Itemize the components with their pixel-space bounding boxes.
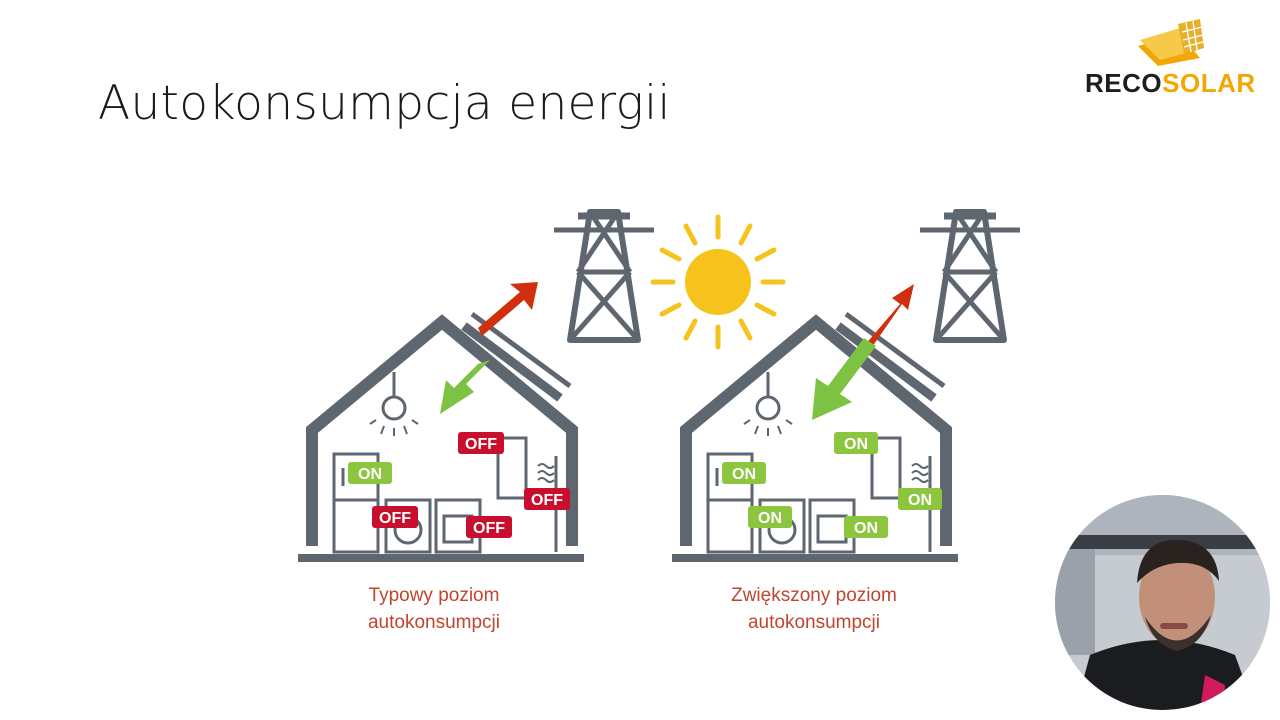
badge-label: OFF — [465, 436, 497, 453]
caption-typical-line2: autokonsumpcji — [304, 609, 564, 636]
power-tower-icon-left — [554, 212, 654, 340]
sun-icon — [653, 217, 783, 347]
logo-text-reco: RECO — [1085, 68, 1162, 98]
logo-wordmark: RECOSOLAR — [1085, 68, 1256, 99]
caption-typical: Typowy poziom autokonsumpcji — [304, 582, 564, 636]
right-badge-5: ON — [844, 516, 888, 538]
house-right — [672, 284, 958, 558]
right-badge-3: ON — [834, 432, 878, 454]
right-badge-1: ON — [722, 462, 766, 484]
logo-text-solar: SOLAR — [1162, 68, 1256, 98]
left-badge-4: OFF — [524, 488, 570, 510]
badge-label: ON — [854, 520, 878, 537]
badge-label: ON — [758, 510, 782, 527]
badge-label: OFF — [473, 520, 505, 537]
webcam-presenter-video — [1055, 495, 1270, 710]
solar-panel-logo-icon — [1080, 16, 1265, 66]
left-badge-2: OFF — [372, 506, 418, 528]
self-consumption-arrow-icon-left — [440, 360, 490, 414]
left-badge-5: OFF — [466, 516, 512, 538]
right-badge-2: ON — [748, 506, 792, 528]
left-badge-1: ON — [348, 462, 392, 484]
self-consumption-illustration: ON OFF OFF OFF OFF ON ON ON ON ON — [290, 205, 1030, 565]
presenter-icon — [1055, 495, 1270, 710]
export-arrow-icon-right — [864, 284, 914, 350]
caption-typical-line1: Typowy poziom — [304, 582, 564, 609]
badge-label: ON — [358, 466, 382, 483]
caption-increased-line1: Zwiększony poziom — [684, 582, 944, 609]
recosolar-logo: RECOSOLAR — [1080, 16, 1265, 100]
right-badge-4: ON — [898, 488, 942, 510]
badge-label: ON — [732, 466, 756, 483]
badge-label: ON — [908, 492, 932, 509]
slide-title: Autokonsumpcja energii — [98, 76, 671, 131]
left-badge-3: OFF — [458, 432, 504, 454]
power-tower-icon-right — [920, 212, 1020, 340]
badge-label: OFF — [531, 492, 563, 509]
house-left — [298, 282, 584, 558]
caption-increased-line2: autokonsumpcji — [684, 609, 944, 636]
caption-increased: Zwiększony poziom autokonsumpcji — [684, 582, 944, 636]
export-arrow-icon-left — [478, 282, 538, 336]
badge-label: ON — [844, 436, 868, 453]
badge-label: OFF — [379, 510, 411, 527]
